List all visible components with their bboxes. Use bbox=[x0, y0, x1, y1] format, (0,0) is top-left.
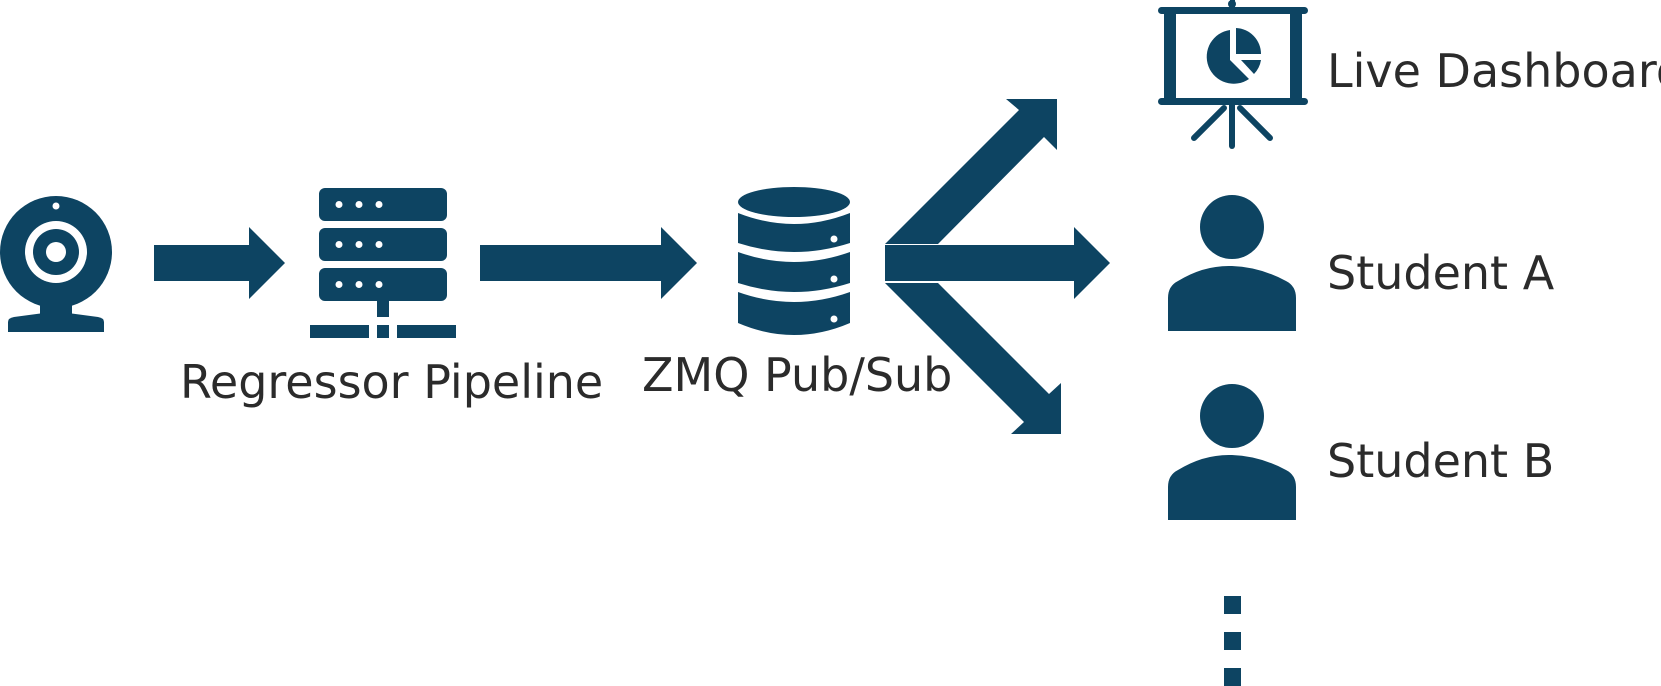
arrow-broker-to-student-b bbox=[885, 283, 1061, 434]
pipeline-label: Regressor Pipeline bbox=[180, 355, 604, 409]
user-icon bbox=[1168, 384, 1296, 520]
webcam-icon bbox=[0, 196, 112, 332]
user-icon bbox=[1168, 195, 1296, 331]
arrow-pipeline-to-broker bbox=[480, 227, 697, 299]
arrow-broker-to-dashboard bbox=[885, 99, 1057, 244]
dashboard-label: Live Dashboard bbox=[1327, 44, 1661, 98]
broker-label: ZMQ Pub/Sub bbox=[642, 348, 953, 402]
presentation-chart-icon bbox=[1158, 0, 1308, 149]
arrow-broker-to-student-a bbox=[885, 227, 1110, 299]
student-a-label: Student A bbox=[1327, 246, 1555, 300]
arrow-camera-to-pipeline bbox=[154, 227, 285, 299]
vertical-ellipsis-icon bbox=[1224, 596, 1241, 686]
server-icon bbox=[310, 188, 456, 338]
database-icon bbox=[738, 187, 850, 335]
student-b-label: Student B bbox=[1327, 434, 1555, 488]
